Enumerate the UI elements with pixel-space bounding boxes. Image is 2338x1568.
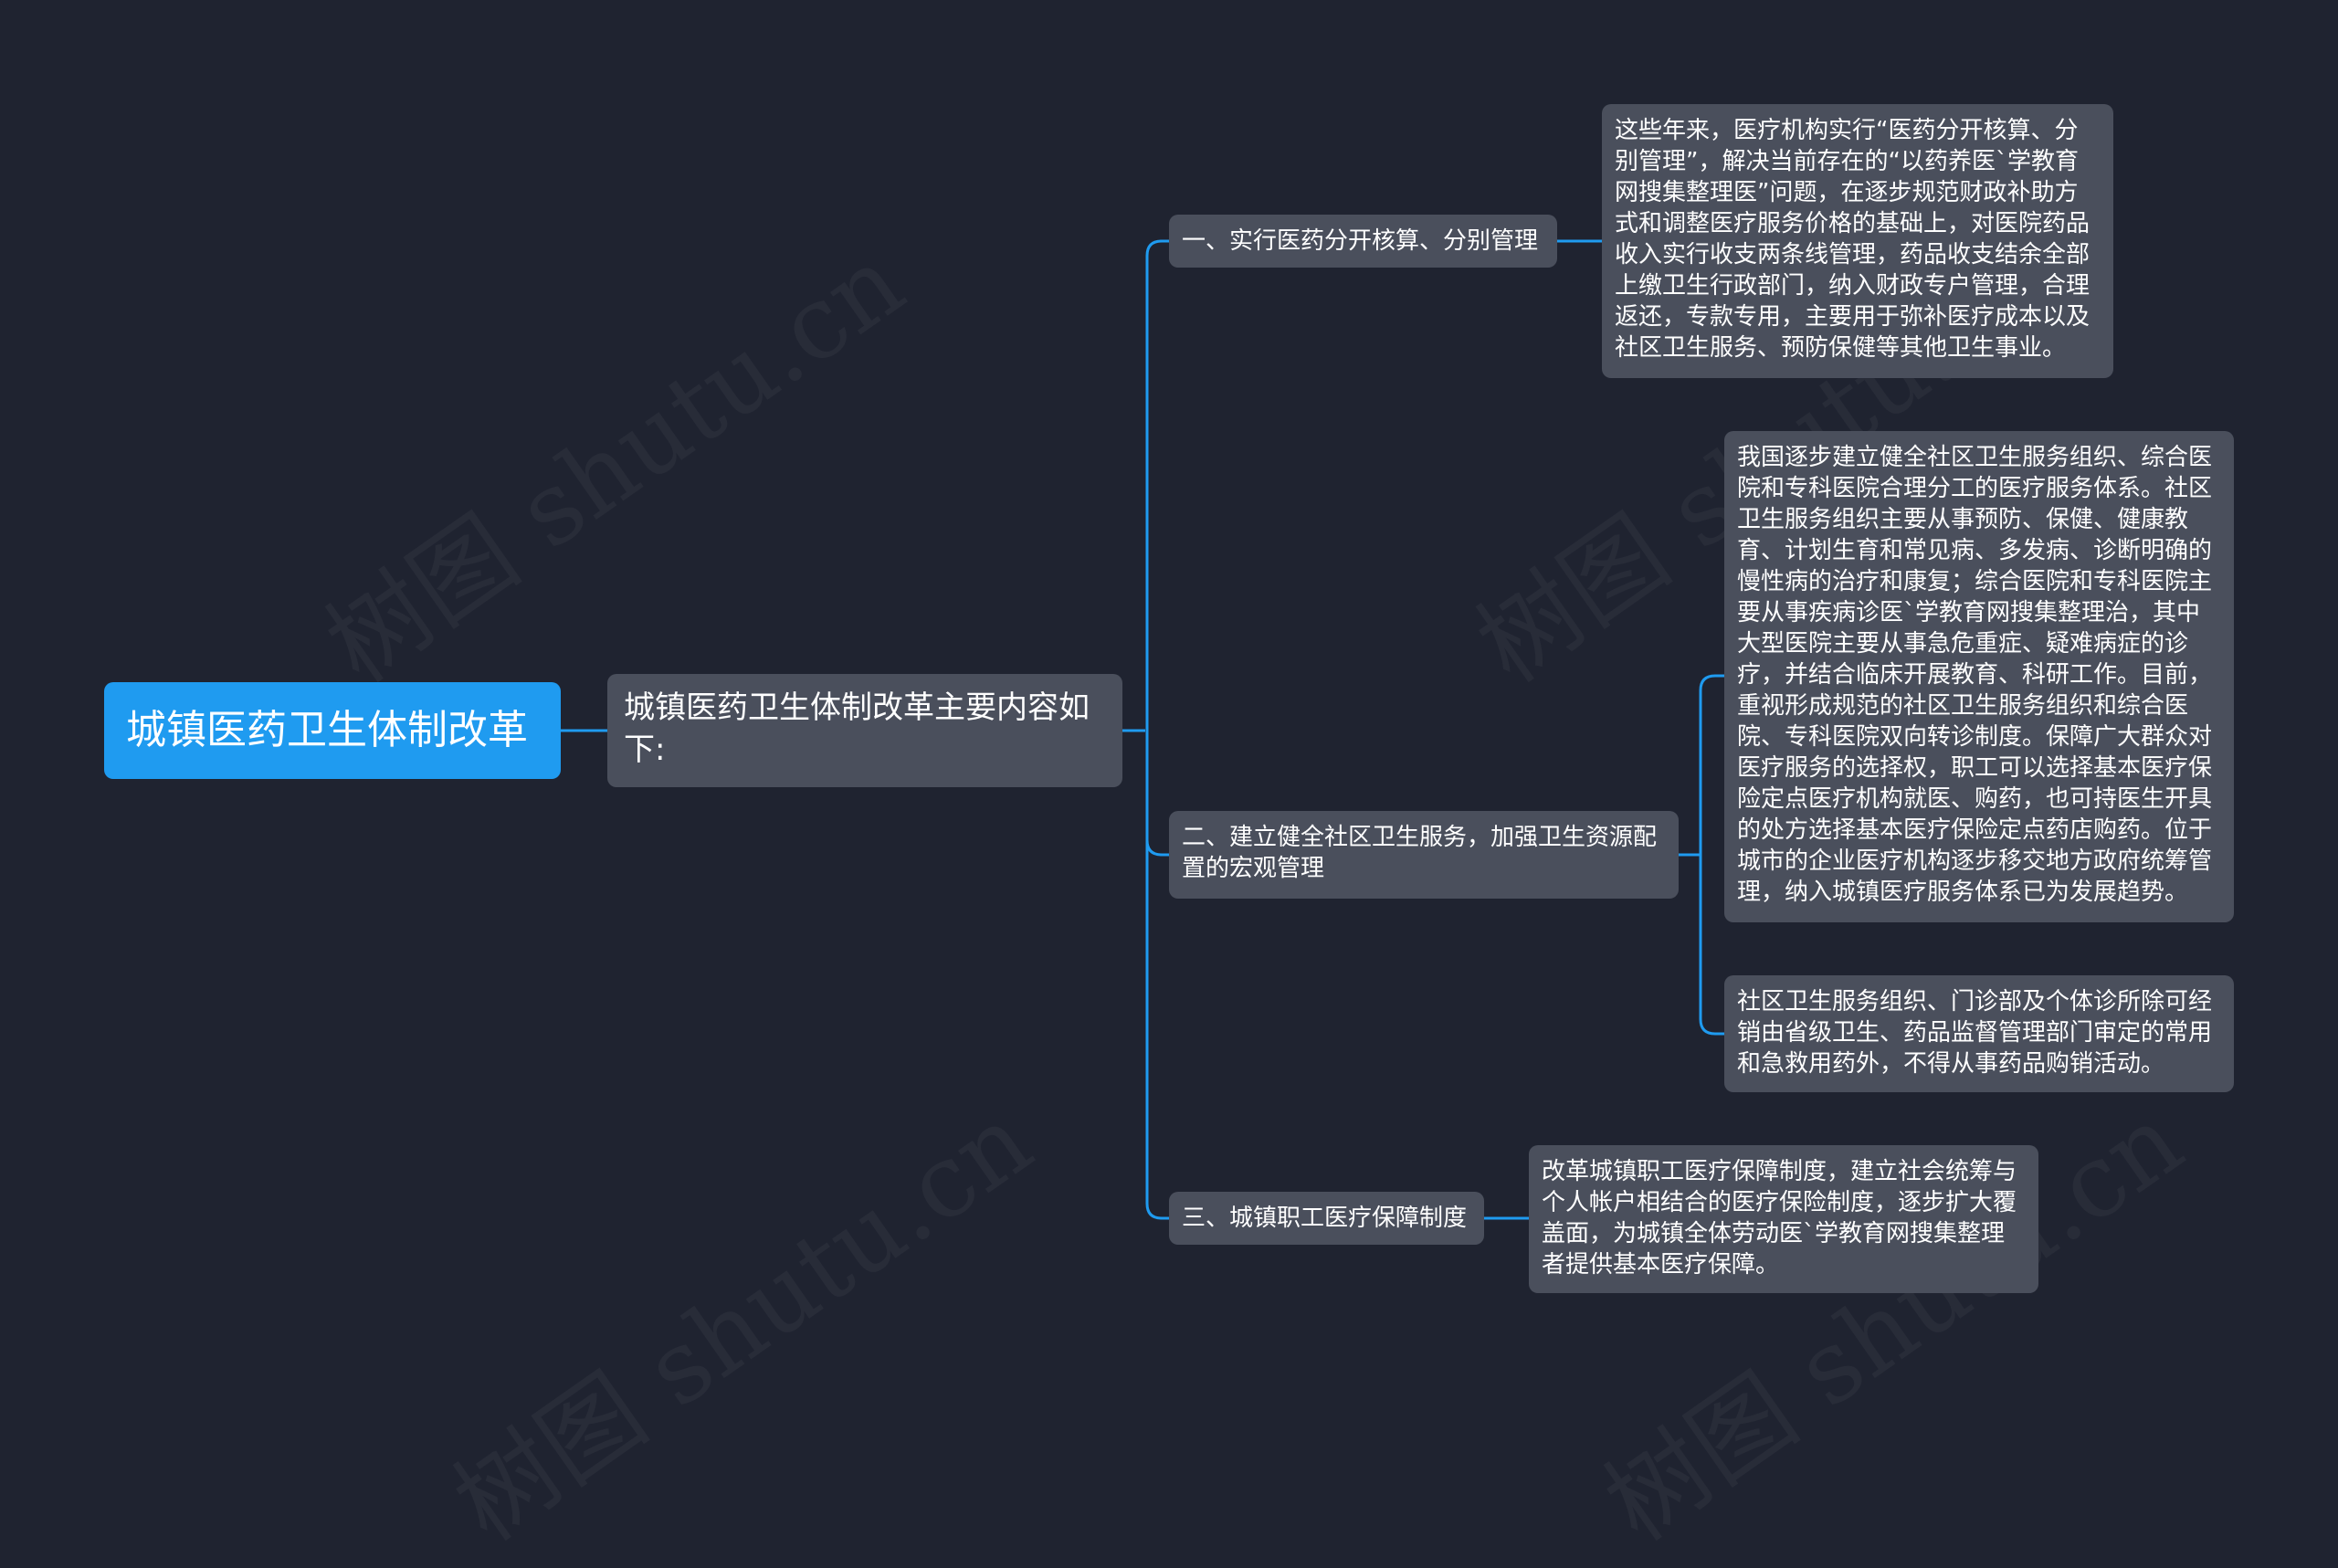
branch-topic-3[interactable]: 三、城镇职工医疗保障制度 [1169, 1192, 1484, 1245]
branch-2-detail-1-text: 我国逐步建立健全社区卫生服务组织、综合医院和专科医院合理分工的医疗服务体系。社区… [1737, 444, 2213, 906]
mindmap-canvas: 树图 shutu.cn 树图 shutu.cn 树图 shutu.cn 树图 s… [104, 104, 2234, 1293]
summary-topic[interactable]: 城镇医药卫生体制改革主要内容如下: [607, 674, 1122, 787]
branch-2-detail-1[interactable]: 我国逐步建立健全社区卫生服务组织、综合医院和专科医院合理分工的医疗服务体系。社区… [1724, 431, 2234, 922]
root-topic-label: 城镇医药卫生体制改革 [126, 707, 528, 753]
branch-2-detail-2-text: 社区卫生服务组织、门诊部及个体诊所除可经销由省级卫生、药品监督管理部门审定的常用… [1737, 988, 2213, 1078]
branch-topic-1-label: 一、实行医药分开核算、分别管理 [1182, 227, 1539, 255]
connector-branch-2-details [1679, 674, 1724, 1036]
branch-3-detail-text: 改革城镇职工医疗保障制度，建立社会统筹与个人帐户相结合的医疗保险制度，逐步扩大覆… [1542, 1158, 2017, 1279]
branch-topic-2[interactable]: 二、建立健全社区卫生服务，加强卫生资源配置的宏观管理 [1169, 811, 1679, 899]
connector-spine [1145, 239, 1171, 1220]
connector-lines [561, 239, 1724, 1220]
branch-topic-3-label: 三、城镇职工医疗保障制度 [1182, 1205, 1468, 1232]
branch-2-detail-2[interactable]: 社区卫生服务组织、门诊部及个体诊所除可经销由省级卫生、药品监督管理部门审定的常用… [1724, 975, 2234, 1092]
root-topic[interactable]: 城镇医药卫生体制改革 [104, 682, 561, 779]
branch-topic-1[interactable]: 一、实行医药分开核算、分别管理 [1169, 215, 1557, 268]
branch-1-detail[interactable]: 这些年来，医疗机构实行“医药分开核算、分别管理”，解决当前存在的“以药养医`学教… [1602, 104, 2113, 378]
branch-1-detail-text: 这些年来，医疗机构实行“医药分开核算、分别管理”，解决当前存在的“以药养医`学教… [1615, 117, 2091, 362]
branch-3-detail[interactable]: 改革城镇职工医疗保障制度，建立社会统筹与个人帐户相结合的医疗保险制度，逐步扩大覆… [1529, 1145, 2038, 1293]
branch-topic-2-label: 二、建立健全社区卫生服务，加强卫生资源配置的宏观管理 [1182, 824, 1658, 882]
summary-topic-label: 城镇医药卫生体制改革主要内容如下: [624, 689, 1090, 768]
